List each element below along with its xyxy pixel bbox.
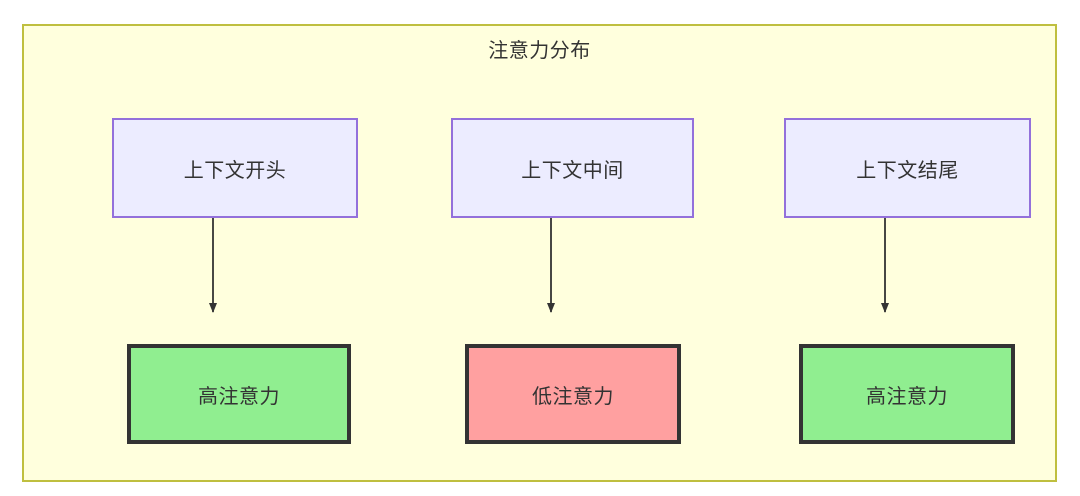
- subgraph-attention-distribution: 注意力分布 上下文开头 上下文中间 上下文结尾 高注意力 低注意力 高注意力: [22, 24, 1057, 482]
- node-context-end[interactable]: 上下文结尾: [784, 118, 1031, 218]
- node-context-start[interactable]: 上下文开头: [112, 118, 358, 218]
- subgraph-title: 注意力分布: [488, 40, 591, 62]
- node-attention-high-end[interactable]: 高注意力: [799, 344, 1015, 444]
- node-attention-high-start[interactable]: 高注意力: [127, 344, 351, 444]
- node-context-middle[interactable]: 上下文中间: [451, 118, 694, 218]
- node-attention-low-middle[interactable]: 低注意力: [465, 344, 681, 444]
